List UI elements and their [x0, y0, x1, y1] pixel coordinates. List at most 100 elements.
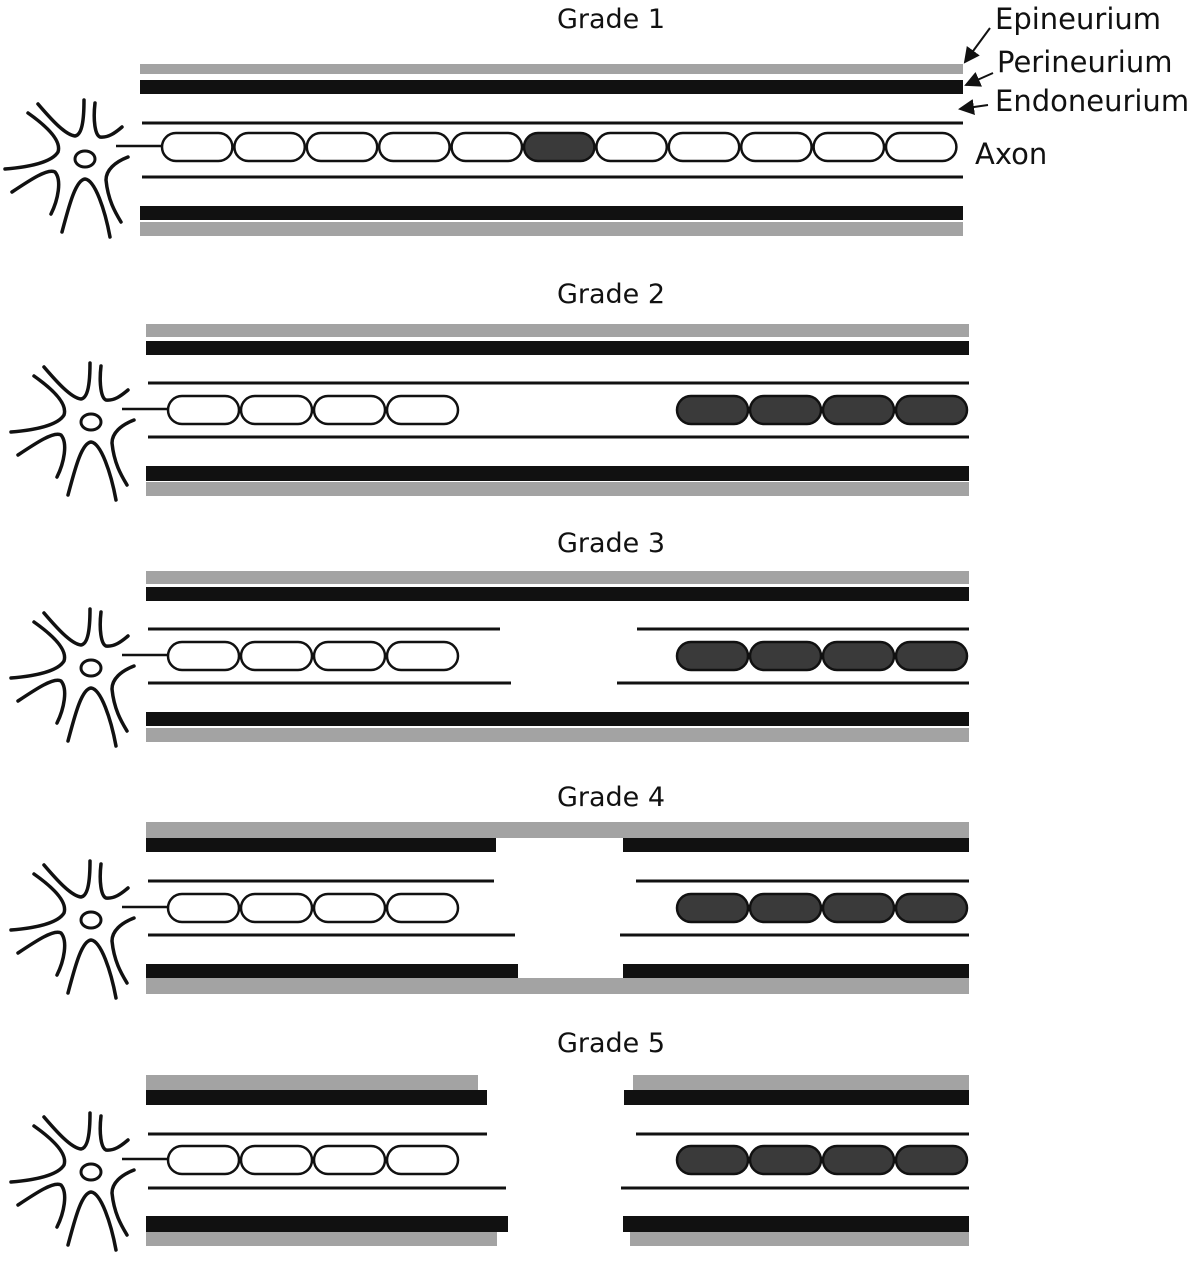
grade-4-axon-segment: [385, 892, 460, 924]
grade-4-degenerated-axon-segment: [821, 892, 896, 924]
endoneurium-pointer-arrow: [958, 99, 989, 115]
grade-5-axon-segment: [385, 1144, 460, 1176]
neuron-nucleus-icon: [73, 149, 97, 169]
grade-5-title: Grade 5: [557, 1028, 665, 1059]
grade-2-degenerated-axon-segment: [748, 394, 823, 426]
grade-5-axon-segment: [166, 1144, 241, 1176]
neuron-dendrite-icon: [42, 1111, 92, 1151]
grade-5-axon-segment: [239, 1144, 314, 1176]
grade-1-perineurium-layer: [140, 80, 963, 94]
grade-5-epineurium-layer: [146, 1075, 478, 1090]
neuron-dendrite-icon: [9, 620, 67, 680]
endoneurium-label: Endoneurium: [995, 84, 1189, 118]
neuron-dendrite-icon: [9, 872, 67, 932]
neuron-dendrite-icon: [98, 1114, 130, 1152]
grade-5-perineurium-layer: [146, 1216, 508, 1232]
grade-2-axon-segment: [239, 394, 314, 426]
neuron-dendrite-icon: [110, 418, 136, 487]
grade-5-axon-segment: [312, 1144, 387, 1176]
grade-3-degenerated-axon-segment: [894, 640, 969, 672]
neuron-dendrite-icon: [16, 930, 67, 977]
grade-1-degenerated-axon-segment: [522, 131, 596, 163]
neuron-dendrite-icon: [16, 678, 67, 725]
grade-4-perineurium-layer: [623, 964, 969, 979]
grade-4-axon-segment: [239, 892, 314, 924]
grade-3-degenerated-axon-segment: [748, 640, 823, 672]
grade-1-axon-segment: [667, 131, 741, 163]
neuron-dendrite-icon: [110, 1168, 136, 1237]
neuron-dendrite-icon: [66, 440, 118, 502]
neuron-dendrite-icon: [42, 859, 92, 899]
grade-4-perineurium-layer: [146, 838, 496, 852]
grade-5-degenerated-axon-segment: [821, 1144, 896, 1176]
grade-1-axon-segment: [377, 131, 451, 163]
grade-5-degenerated-axon-segment: [748, 1144, 823, 1176]
grade-5-perineurium-layer: [146, 1090, 487, 1105]
grade-2-degenerated-axon-segment: [894, 394, 969, 426]
grade-4-degenerated-axon-segment: [894, 892, 969, 924]
grade-3-title: Grade 3: [557, 528, 665, 559]
grade-5-degenerated-axon-segment: [894, 1144, 969, 1176]
neuron-nucleus-icon: [79, 658, 103, 678]
grade-2-epineurium-layer: [146, 324, 969, 337]
grade-3-epineurium-layer: [146, 571, 969, 584]
grade-4-perineurium-layer: [146, 964, 518, 979]
grade-4-degenerated-axon-segment: [675, 892, 750, 924]
grade-2-axon-segment: [166, 394, 241, 426]
grade-5-degenerated-axon-segment: [675, 1144, 750, 1176]
grade-5-perineurium-layer: [623, 1216, 969, 1232]
grade-4-epineurium-layer: [146, 822, 969, 838]
perineurium-pointer-arrow: [964, 72, 994, 87]
grade-3-perineurium-layer: [146, 712, 969, 726]
neuron-dendrite-icon: [16, 432, 67, 479]
neuron-nucleus-icon: [79, 1162, 103, 1182]
perineurium-label: Perineurium: [997, 45, 1173, 79]
grade-1-axon-segment: [812, 131, 886, 163]
neuron-dendrite-icon: [66, 1190, 118, 1252]
neuron-dendrite-icon: [104, 155, 130, 224]
grade-4-epineurium-layer: [146, 978, 969, 994]
epineurium-label: Epineurium: [995, 2, 1161, 36]
grade-2-title: Grade 2: [557, 279, 665, 310]
neuron-dendrite-icon: [92, 101, 124, 139]
neuron-dendrite-icon: [42, 607, 92, 647]
neuron-dendrite-icon: [36, 98, 86, 138]
grade-4-axon-segment: [312, 892, 387, 924]
grade-1-epineurium-layer: [140, 64, 963, 74]
grade-1-axon-segment: [233, 131, 307, 163]
neuron-dendrite-icon: [9, 1124, 67, 1184]
grade-2-axon-segment: [312, 394, 387, 426]
grade-5-epineurium-layer: [630, 1232, 969, 1246]
neuron-dendrite-icon: [98, 610, 130, 648]
neuron-dendrite-icon: [42, 361, 92, 401]
neuron-dendrite-icon: [10, 169, 61, 216]
grade-3-axon-segment: [385, 640, 460, 672]
grade-1-axon-segment: [305, 131, 379, 163]
grade-3-degenerated-axon-segment: [821, 640, 896, 672]
neuron-dendrite-icon: [98, 862, 130, 900]
grade-1-axon-segment: [739, 131, 813, 163]
grade-5-perineurium-layer: [624, 1090, 969, 1105]
grade-3-degenerated-axon-segment: [675, 640, 750, 672]
grade-2-perineurium-layer: [146, 341, 969, 355]
neuron-dendrite-icon: [16, 1182, 67, 1229]
grade-2-axon-segment: [385, 394, 460, 426]
neuron-dendrite-icon: [98, 364, 130, 402]
grade-1-axon-segment: [450, 131, 524, 163]
grade-3-axon-segment: [312, 640, 387, 672]
grade-5-epineurium-layer: [633, 1075, 969, 1090]
neuron-dendrite-icon: [60, 177, 112, 239]
neuron-dendrite-icon: [66, 686, 118, 748]
grade-1-axon-segment: [160, 131, 234, 163]
grade-4-degenerated-axon-segment: [748, 892, 823, 924]
grade-3-axon-segment: [239, 640, 314, 672]
grade-2-degenerated-axon-segment: [675, 394, 750, 426]
grade-2-epineurium-layer: [146, 482, 969, 496]
neuron-nucleus-icon: [79, 412, 103, 432]
grade-3-axon-segment: [166, 640, 241, 672]
grade-5-epineurium-layer: [146, 1232, 497, 1246]
grade-4-title: Grade 4: [557, 782, 665, 813]
neuron-nucleus-icon: [79, 910, 103, 930]
grade-3-epineurium-layer: [146, 728, 969, 742]
